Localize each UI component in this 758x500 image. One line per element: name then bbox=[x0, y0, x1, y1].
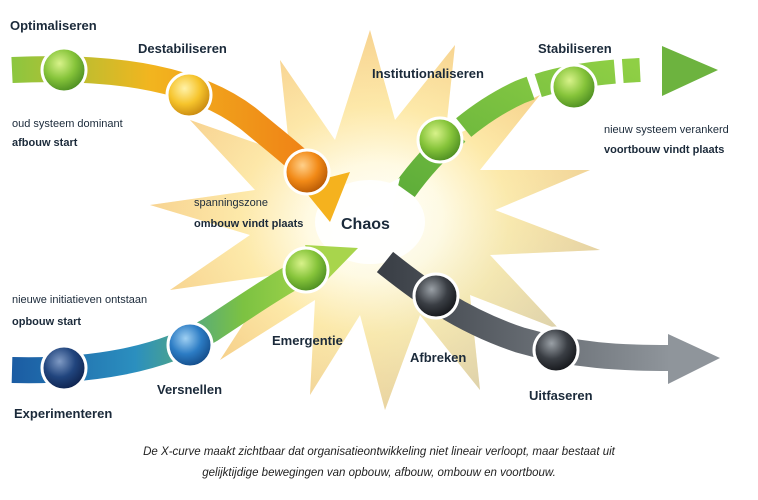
label-chaos: Chaos bbox=[341, 216, 390, 233]
label-optimaliseren: Optimaliseren bbox=[10, 18, 97, 33]
node-emergentie bbox=[282, 246, 330, 294]
stabilise-arrowhead bbox=[662, 46, 718, 96]
figure-caption: De X-curve maakt zichtbaar dat organisat… bbox=[0, 442, 758, 484]
label-institutionaliseren: Institutionaliseren bbox=[372, 66, 484, 81]
phase-out-arrowhead bbox=[668, 334, 720, 384]
label-emergentie: Emergentie bbox=[272, 333, 343, 348]
node-optimaliseren bbox=[40, 46, 88, 94]
node-stabiliseren bbox=[550, 63, 598, 111]
note-new-system: nieuw systeem verankerd bbox=[604, 124, 729, 136]
note-initiatives-action: opbouw start bbox=[12, 316, 81, 328]
node-uitfaseren bbox=[532, 326, 580, 374]
node-chaos-entry-orange bbox=[283, 148, 331, 196]
label-afbreken: Afbreken bbox=[410, 350, 466, 365]
label-uitfaseren: Uitfaseren bbox=[529, 388, 593, 403]
node-destabiliseren bbox=[165, 71, 213, 119]
node-experimenteren bbox=[40, 344, 88, 392]
chaos-glow bbox=[315, 180, 425, 264]
node-institutionaliseren bbox=[416, 116, 464, 164]
note-old-system-action: afbouw start bbox=[12, 137, 78, 149]
label-destabiliseren: Destabiliseren bbox=[138, 41, 227, 56]
node-versnellen bbox=[166, 321, 214, 369]
caption-line-2: gelijktijdige bewegingen van opbouw, afb… bbox=[202, 467, 556, 479]
note-old-system: oud systeem dominant bbox=[12, 118, 123, 130]
note-tension-action: ombouw vindt plaats bbox=[194, 218, 303, 230]
node-afbreken bbox=[412, 272, 460, 320]
note-new-system-action: voortbouw vindt plaats bbox=[604, 144, 724, 156]
label-stabiliseren: Stabiliseren bbox=[538, 41, 612, 56]
label-experimenteren: Experimenteren bbox=[14, 406, 112, 421]
note-tension: spanningszone bbox=[194, 197, 268, 209]
label-versnellen: Versnellen bbox=[157, 382, 222, 397]
caption-line-1: De X-curve maakt zichtbaar dat organisat… bbox=[143, 446, 615, 458]
x-curve-diagram: Optimaliseren Destabiliseren Institution… bbox=[10, 18, 729, 421]
chaos-notch bbox=[365, 178, 400, 210]
note-initiatives: nieuwe initiatieven ontstaan bbox=[12, 294, 147, 306]
